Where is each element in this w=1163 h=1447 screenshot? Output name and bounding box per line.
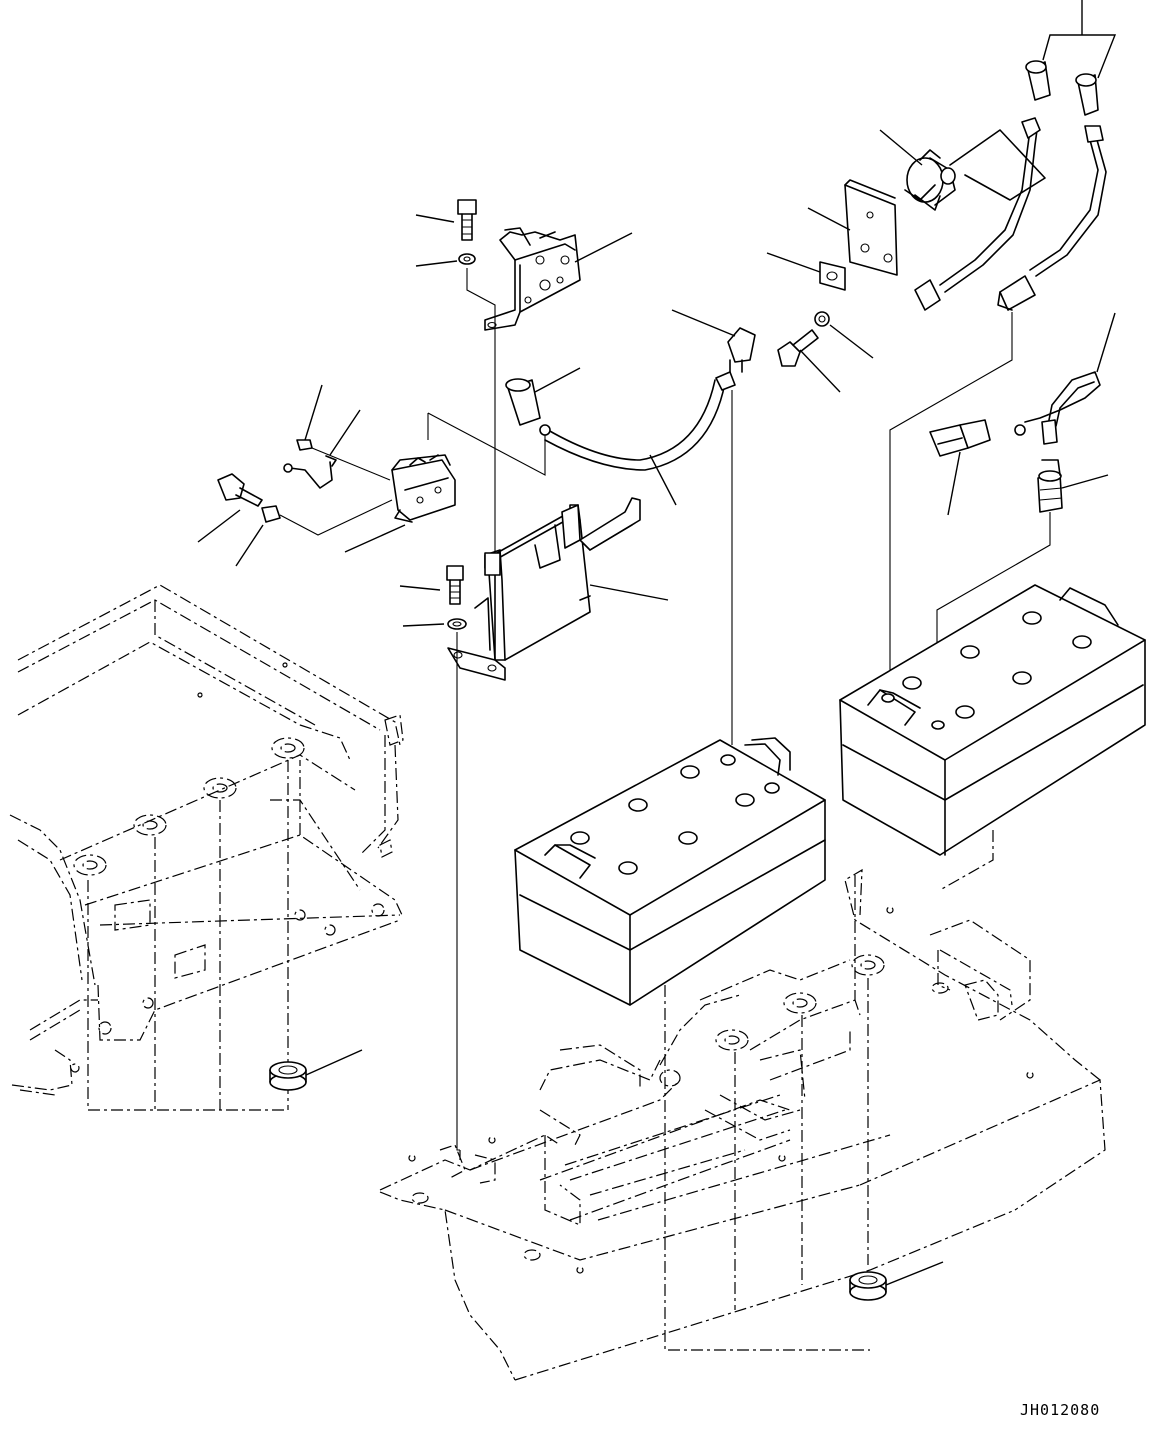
center-reference-lines <box>427 268 546 1151</box>
bolt-lower-left <box>399 565 467 630</box>
left-frame-reference-lines <box>87 760 289 1111</box>
drawing-number: JH012080 <box>1020 1401 1101 1419</box>
washer-switch <box>814 311 874 359</box>
rubber-grommet-left <box>269 1049 363 1091</box>
bolt-far-left <box>197 473 393 567</box>
switch-mounting-plate <box>766 179 898 291</box>
bolt-upper-left <box>415 199 477 267</box>
battery-relay-left <box>344 454 456 553</box>
bolt-switch <box>777 329 841 393</box>
rubber-grommet-right <box>849 1261 944 1301</box>
right-frame-phantom <box>379 868 1106 1381</box>
ground-cable-right <box>1014 312 1116 445</box>
cable-connector <box>929 419 991 516</box>
relay-bracket-top <box>484 227 633 331</box>
battery-center <box>514 737 826 1006</box>
jumper-wire-left <box>283 384 391 489</box>
battery-bracket <box>447 497 669 681</box>
battery-cable-right-pair <box>914 117 1107 311</box>
left-frame-phantom <box>9 584 404 1096</box>
right-frame-reference-lines <box>459 830 994 1351</box>
terminal-clamp-right <box>1037 459 1109 513</box>
battery-disconnect-switch <box>879 129 1046 211</box>
terminal-cover-boot <box>505 367 581 426</box>
battery-right <box>839 584 1146 856</box>
battery-cable-center <box>539 309 756 506</box>
terminal-boots-top-right <box>1025 0 1117 116</box>
